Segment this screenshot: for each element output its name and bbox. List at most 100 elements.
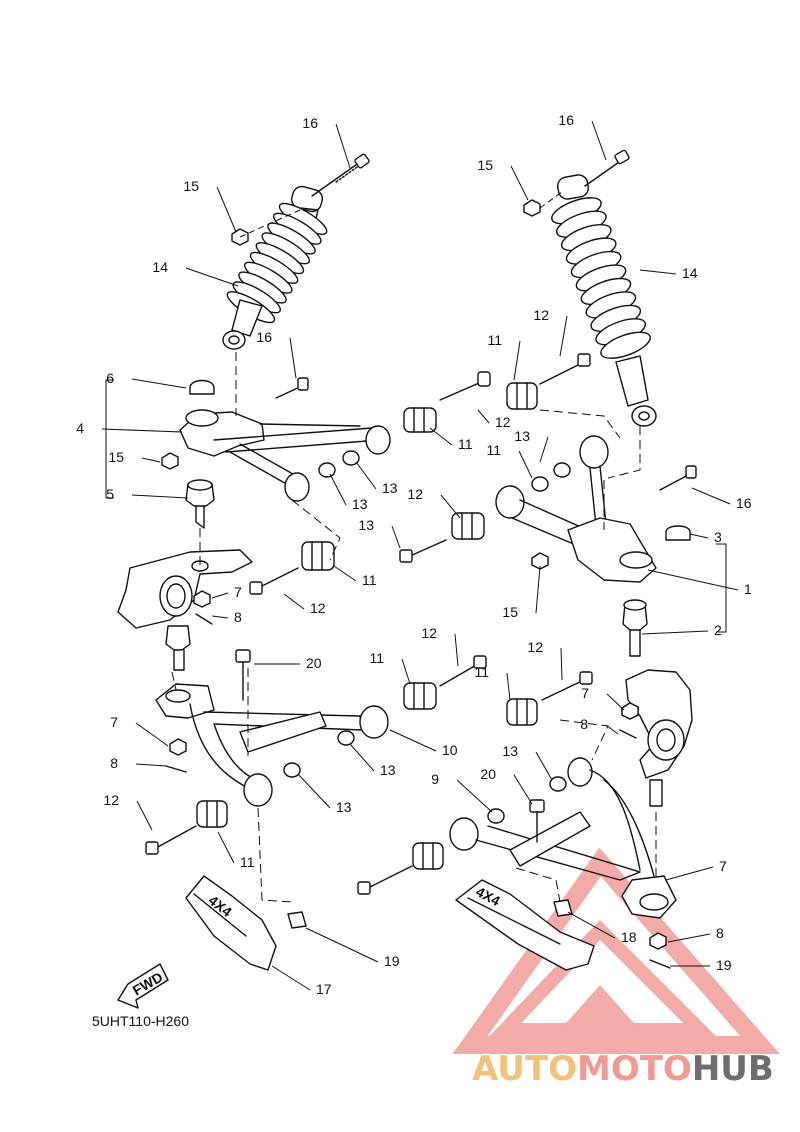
callout-leader	[539, 436, 549, 463]
callout-17: 17	[316, 981, 332, 997]
callout-leader	[591, 120, 607, 161]
left-arm-guard: 4X4	[185, 875, 277, 971]
callout-leader	[305, 927, 379, 963]
callout-leader	[535, 751, 553, 781]
callout-8: 8	[110, 755, 118, 771]
callout-leader	[605, 724, 619, 735]
diagram-code: 5UHT110-H260	[92, 1013, 189, 1029]
left-steering-knuckle	[117, 549, 253, 671]
callout-12: 12	[527, 639, 543, 655]
callout-leader	[606, 693, 625, 711]
callout-7: 7	[234, 584, 242, 600]
callout-13: 13	[336, 799, 352, 815]
callout-leader	[559, 315, 568, 357]
callout-leader	[506, 672, 511, 701]
callout-7: 7	[719, 858, 727, 874]
callout-11: 11	[369, 650, 384, 666]
callout-leader	[329, 473, 347, 506]
callout-leader	[647, 569, 739, 591]
nut-15-top-right	[523, 191, 563, 217]
callout-12: 12	[407, 486, 423, 502]
callout-leader	[271, 965, 311, 991]
callout-leader	[391, 525, 401, 549]
callout-13: 13	[380, 762, 396, 778]
callout-leader	[454, 633, 459, 667]
fwd-arrow-icon: FWD	[117, 963, 169, 1009]
callout-leader	[131, 378, 187, 389]
assembly-lines	[171, 352, 657, 903]
callout-2: 2	[714, 622, 722, 638]
callout-leader	[217, 831, 235, 864]
callout-11: 11	[487, 332, 502, 348]
right-shock-absorber	[551, 174, 657, 427]
callout-12: 12	[310, 600, 326, 616]
callout-16: 16	[558, 112, 574, 128]
watermark-auto: AUTO	[472, 1049, 577, 1089]
callout-15: 15	[183, 178, 199, 194]
callout-8: 8	[234, 609, 242, 625]
callout-leader	[135, 722, 169, 747]
callout-11: 11	[458, 436, 473, 452]
callout-leader	[211, 615, 229, 619]
callout-14: 14	[152, 259, 168, 275]
callout-leader	[216, 186, 237, 233]
callout-leader	[456, 779, 493, 813]
callout-15: 15	[477, 157, 493, 173]
callout-1: 1	[744, 581, 752, 597]
callout-16: 16	[736, 495, 752, 511]
callout-20: 20	[306, 655, 322, 671]
callout-leader	[477, 409, 490, 424]
callout-10: 10	[442, 742, 458, 758]
callout-leader	[639, 269, 677, 275]
callout-leader	[283, 593, 305, 610]
callout-11: 11	[486, 442, 501, 458]
callout-8: 8	[580, 716, 588, 732]
upper-left-arm	[161, 379, 391, 529]
callout-12: 12	[533, 307, 549, 323]
callout-8: 8	[716, 925, 724, 941]
callout-12: 12	[103, 792, 119, 808]
callout-leader	[429, 427, 453, 446]
callout-18: 18	[621, 929, 637, 945]
callout-12: 12	[495, 414, 511, 430]
clip-19-right	[553, 899, 573, 917]
lower-left-arm	[145, 649, 487, 855]
callout-7: 7	[581, 685, 589, 701]
callout-leader	[349, 743, 375, 772]
callout-leader	[641, 630, 709, 635]
callout-3: 3	[714, 529, 722, 545]
watermark-moto: MOTO	[577, 1049, 692, 1089]
right-steering-knuckle	[619, 669, 693, 807]
callout-7: 7	[110, 714, 118, 730]
callout-leader	[513, 774, 533, 805]
callout-leader	[389, 729, 437, 752]
callout-13: 13	[352, 496, 368, 512]
callout-leader	[667, 933, 711, 943]
bolt-16-top-right	[584, 149, 630, 187]
callout-15: 15	[502, 604, 518, 620]
left-shock-absorber	[222, 185, 328, 350]
callout-leader	[297, 773, 331, 809]
lower-right-arm	[357, 671, 677, 969]
callout-leader	[691, 487, 731, 505]
callout-4: 4	[76, 420, 84, 436]
callout-leader	[333, 565, 357, 582]
callout-leader	[567, 911, 616, 939]
callout-leader	[440, 494, 461, 519]
watermark-hub: HUB	[692, 1049, 774, 1089]
callout-12: 12	[421, 625, 437, 641]
callout-leader	[211, 592, 229, 599]
callout-leader	[131, 494, 189, 499]
callout-13: 13	[358, 517, 374, 533]
callout-leader	[101, 428, 183, 433]
upper-right-arm	[399, 353, 697, 657]
callout-leader	[535, 565, 541, 614]
callout-leader	[355, 461, 377, 490]
callout-leader	[518, 450, 533, 479]
callout-9: 9	[431, 771, 439, 787]
callout-19: 19	[716, 957, 732, 973]
callout-leader	[401, 658, 411, 685]
callout-leader	[689, 533, 709, 539]
callout-20: 20	[480, 766, 496, 782]
